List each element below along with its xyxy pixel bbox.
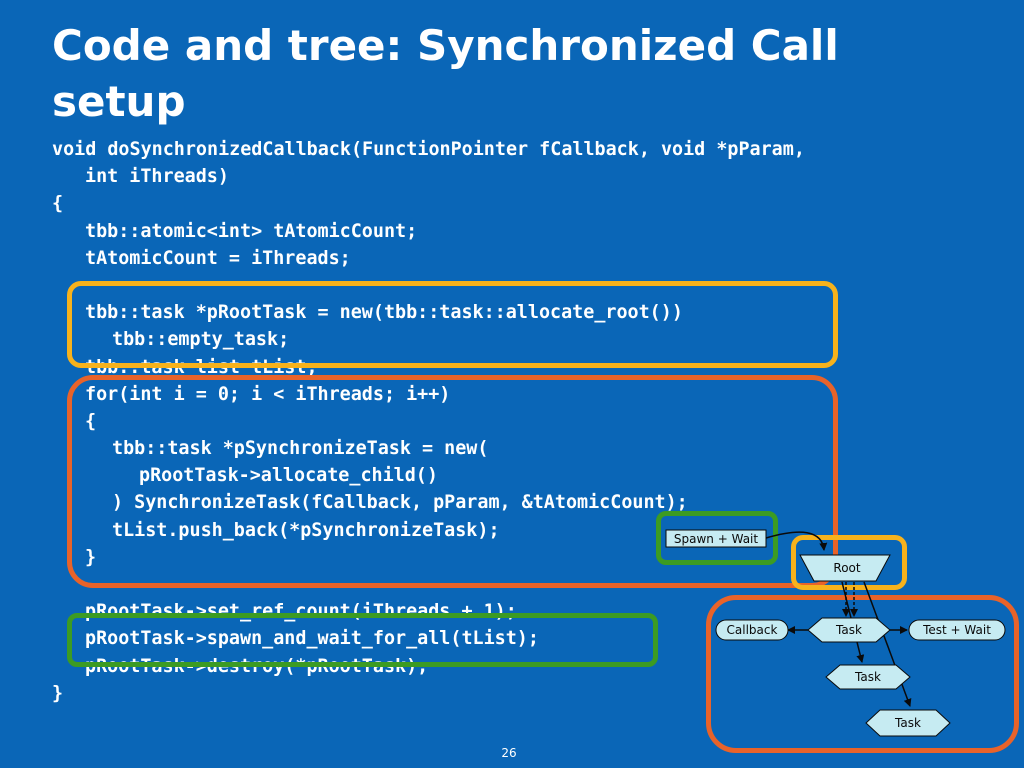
code-line: pRootTask->spawn_and_wait_for_all(tList)… [85,628,539,650]
code-line: { [85,410,97,432]
code-line: pRootTask->destroy(*pRootTask); [85,655,429,677]
code-line: tbb::task *pRootTask = new(tbb::task::al… [85,302,683,324]
code-line: { [52,193,64,215]
page-number: 26 [501,746,517,760]
code-line: } [52,682,64,704]
code-line: for(int i = 0; i < iThreads; i++) [85,383,451,405]
task-node-3: Task [865,709,951,737]
code-line: tbb::task *pSynchronizeTask = new( [112,438,489,460]
code-block: void doSynchronizedCallback(FunctionPoin… [52,136,1012,707]
code-line: int iThreads) [85,166,229,188]
code-line [52,571,1012,598]
code-line: pRootTask->allocate_child() [139,465,438,487]
code-line: ) SynchronizeTask(fCallback, pParam, &tA… [112,492,688,514]
task3-label: Task [894,716,921,730]
code-line: tList.push_back(*pSynchronizeTask); [112,519,500,541]
code-line [52,272,1012,299]
code-line: tbb::atomic<int> tAtomicCount; [85,220,418,242]
slide-title: Code and tree: Synchronized Call setup [52,21,839,126]
code-line: } [85,546,97,568]
code-line: tbb::task_list tList; [85,356,318,378]
code-line: tbb::empty_task; [112,329,290,351]
code-line: pRootTask->set_ref_count(iThreads + 1); [85,601,517,623]
code-line: tAtomicCount = iThreads; [85,247,351,269]
code-line: void doSynchronizedCallback(FunctionPoin… [52,139,805,160]
